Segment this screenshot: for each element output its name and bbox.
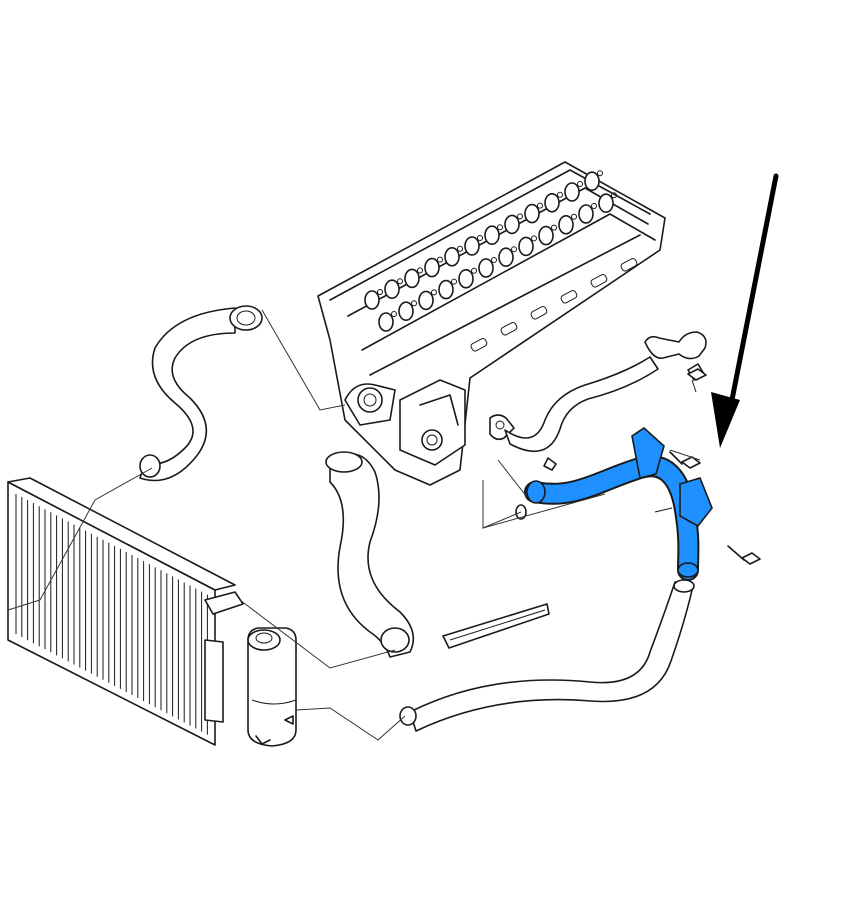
cam-bolt [417, 267, 423, 274]
coolant-pipe-highlighted [524, 426, 713, 581]
cam-lobe [384, 279, 400, 300]
bolt-icon [669, 451, 701, 469]
port [500, 322, 518, 336]
cam-bolt [411, 300, 417, 307]
port [530, 306, 548, 320]
cam-lobe [598, 193, 614, 213]
lower-radiator-hose [399, 579, 695, 732]
cam-bolt [477, 235, 483, 241]
cam-bolt [591, 203, 597, 209]
cam-bolt [597, 170, 603, 177]
cylinder-ports [470, 258, 638, 352]
cam-bolt [377, 289, 383, 295]
cam-bolt [517, 213, 523, 220]
cam-lobe [544, 193, 560, 213]
cam-lobe [558, 215, 574, 235]
leader-lines [7, 309, 701, 741]
cam-lobe [378, 312, 394, 332]
cam-lobe [424, 257, 440, 278]
cam-bolt [531, 235, 537, 242]
cam-lobe [564, 182, 580, 202]
cable-tie-strip [442, 603, 550, 649]
cam-bolt [437, 256, 443, 263]
bolts [669, 368, 761, 565]
cam-lobe [504, 214, 520, 235]
cam-bolt [431, 289, 437, 296]
cam-lobe [484, 225, 500, 245]
cam-lobe [418, 290, 434, 311]
cylinder-head [317, 161, 666, 486]
cam-bolt [451, 278, 457, 285]
expansion-tank [247, 627, 297, 747]
cam-bolt [571, 213, 577, 220]
cam-lobe [438, 279, 454, 300]
cam-lobe [478, 258, 494, 278]
bolt-icon [687, 368, 707, 381]
port [620, 258, 638, 272]
cam-lobe [404, 268, 420, 289]
cam-bolt [511, 246, 517, 253]
cam-bolt [577, 181, 583, 187]
radiator [7, 477, 244, 746]
cam-bolt [611, 192, 617, 199]
cam-bolt [497, 224, 503, 231]
cam-bolt [397, 278, 403, 285]
cam-lobe [518, 236, 534, 257]
port [560, 290, 578, 304]
cam-lobe [364, 290, 380, 310]
cam-bolt [537, 202, 543, 209]
cam-bolt [557, 191, 563, 198]
port [470, 338, 488, 352]
cam-bolt [391, 311, 397, 317]
middle-hose [325, 451, 415, 658]
arrow-down-icon [711, 173, 779, 448]
cam-lobe [444, 246, 460, 267]
cam-bolt [551, 224, 557, 231]
cam-lobe [398, 301, 414, 322]
cam-bolt [471, 267, 477, 274]
cam-bolt [491, 257, 497, 263]
bolt-icon [727, 545, 761, 565]
port [590, 274, 608, 288]
cam-bolt [457, 245, 463, 252]
cam-lobe [538, 225, 554, 246]
cam-lobe [524, 203, 540, 224]
cam-lobe [584, 171, 600, 191]
cam-lobe [464, 236, 480, 256]
cam-lobe [498, 247, 514, 268]
radiator-fins [15, 494, 208, 735]
engine-outlet-hose [504, 331, 707, 453]
camshaft-lobes [364, 170, 617, 332]
cam-lobe [458, 268, 474, 289]
cam-lobe [578, 204, 594, 224]
upper-radiator-hose [139, 305, 263, 482]
